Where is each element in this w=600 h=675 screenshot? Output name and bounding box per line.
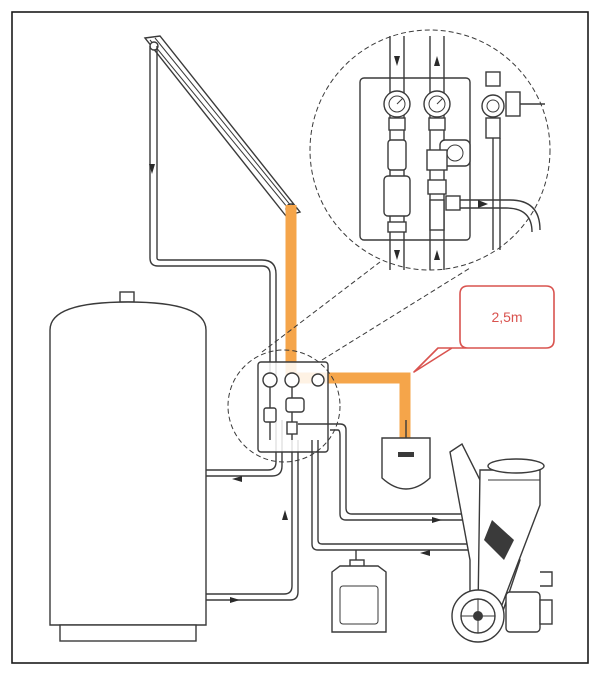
storage-tank — [49, 291, 207, 642]
diagram-frame — [11, 11, 589, 664]
tank-pipes — [206, 420, 299, 603]
pump-station-detail — [309, 29, 551, 271]
flow-arrow-icon — [434, 250, 440, 260]
pump-station-small — [257, 361, 330, 453]
detail-magnifier — [227, 261, 471, 463]
flow-arrow-icon — [282, 510, 288, 520]
pressure-gauge-icon — [311, 373, 325, 387]
highlighted-pipe-2-5m — [285, 205, 411, 450]
callout-label: 2,5m — [491, 309, 522, 325]
flow-arrow-icon — [149, 164, 155, 174]
flow-arrow-icon — [394, 250, 400, 260]
filling-unit — [449, 442, 553, 643]
flow-arrow-icon — [432, 517, 442, 523]
circulation-pump-icon — [285, 397, 305, 413]
flow-arrow-icon — [232, 476, 242, 482]
length-callout: 2,5m — [413, 285, 555, 373]
flow-arrow-icon — [420, 550, 430, 556]
collector-return-pipe — [149, 46, 277, 375]
flow-arrow-icon — [230, 597, 240, 603]
flow-arrow-icon — [434, 56, 440, 66]
flow-arrow-icon — [478, 200, 488, 208]
solar-collector — [143, 35, 302, 217]
fluid-canister — [331, 559, 387, 633]
pressure-gauge-icon — [262, 372, 278, 388]
expansion-vessel — [381, 420, 431, 490]
pressure-gauge-icon — [284, 372, 300, 388]
flow-arrow-icon — [394, 56, 400, 66]
fill-unit-pipes — [311, 423, 480, 566]
pressure-gauge-icon — [481, 94, 505, 118]
